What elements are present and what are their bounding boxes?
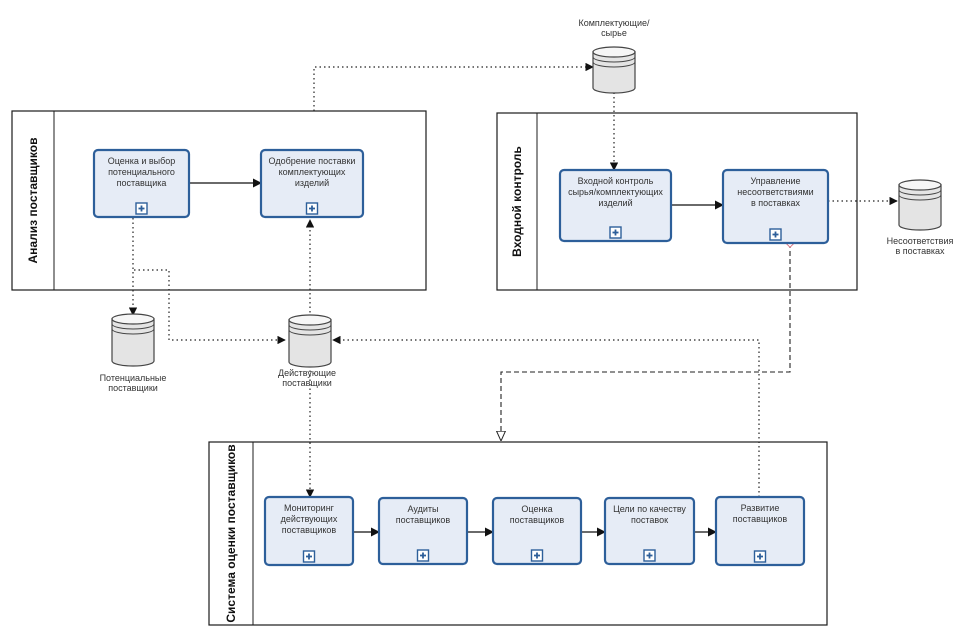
task-label: несоответствиями bbox=[737, 187, 813, 197]
task-label: комплектующих bbox=[279, 167, 346, 177]
task-label: Одобрение поставки bbox=[269, 156, 356, 166]
datastore-label: Несоответствия bbox=[887, 236, 954, 246]
data-association bbox=[313, 62, 594, 111]
task-label: действующих bbox=[281, 514, 338, 524]
task-box[interactable] bbox=[377, 496, 469, 566]
datastore-label: Потенциальные bbox=[100, 373, 167, 383]
datastore-3-icon[interactable] bbox=[111, 313, 155, 367]
task-label: Оценка bbox=[521, 504, 552, 514]
datastore-label: поставщики bbox=[282, 378, 332, 388]
datastore-label: в поставках bbox=[895, 246, 945, 256]
task-label: поставщиков bbox=[282, 525, 337, 535]
task-3[interactable]: Входной контрольсырья/комплектующихиздел… bbox=[558, 168, 673, 243]
task-label: изделий bbox=[295, 178, 329, 188]
task-label: Аудиты bbox=[408, 504, 439, 514]
task-label: Цели по качеству bbox=[613, 504, 686, 514]
subprocess-plus-icon[interactable] bbox=[416, 549, 430, 562]
task-box[interactable] bbox=[558, 168, 673, 243]
subprocess-plus-icon[interactable] bbox=[135, 202, 148, 215]
task-label: поставщика bbox=[117, 178, 167, 188]
task-label: поставщиков bbox=[396, 515, 451, 525]
task-label: изделий bbox=[598, 198, 632, 208]
subprocess-plus-icon[interactable] bbox=[609, 226, 622, 239]
datastore-label: Комплектующие/ bbox=[578, 18, 650, 28]
data-association bbox=[332, 335, 760, 497]
task-box[interactable] bbox=[259, 148, 365, 219]
task-box[interactable] bbox=[721, 168, 830, 245]
task-label: в поставках bbox=[751, 198, 801, 208]
data-association bbox=[134, 269, 286, 345]
task-box[interactable] bbox=[714, 495, 806, 567]
task-label: поставок bbox=[631, 515, 668, 525]
subprocess-plus-icon[interactable] bbox=[302, 550, 316, 563]
task-box[interactable] bbox=[92, 148, 191, 219]
subprocess-plus-icon[interactable] bbox=[643, 549, 656, 562]
datastore-label: Действующие bbox=[278, 368, 336, 378]
task-label: поставщиков bbox=[733, 514, 788, 524]
pool-title-analysis: Анализ поставщиков bbox=[26, 138, 40, 264]
task-label: Управление bbox=[750, 176, 800, 186]
datastore-1-icon[interactable] bbox=[592, 46, 636, 94]
subprocess-plus-icon[interactable] bbox=[530, 549, 544, 562]
datastore-label: сырье bbox=[601, 28, 627, 38]
task-box[interactable] bbox=[263, 495, 355, 567]
message-flow bbox=[501, 243, 790, 440]
datastore-label: поставщики bbox=[108, 383, 158, 393]
task-label: Мониторинг bbox=[284, 503, 335, 513]
task-label: сырья/комплектующих bbox=[568, 187, 663, 197]
task-label: Входной контроль bbox=[578, 176, 654, 186]
task-label: Развитие bbox=[741, 503, 780, 513]
task-label: Оценка и выбор bbox=[108, 156, 176, 166]
pool-title-evaluation: Система оценки поставщиков bbox=[224, 444, 238, 622]
task-box[interactable] bbox=[491, 496, 583, 566]
subprocess-plus-icon[interactable] bbox=[769, 228, 782, 241]
subprocess-plus-icon[interactable] bbox=[753, 550, 767, 563]
pool-title-incoming: Входной контроль bbox=[510, 146, 524, 257]
task-box[interactable] bbox=[603, 496, 696, 566]
subprocess-plus-icon[interactable] bbox=[305, 202, 319, 215]
task-label: потенциального bbox=[108, 167, 175, 177]
datastore-2-icon[interactable] bbox=[898, 179, 942, 231]
task-label: поставщиков bbox=[510, 515, 565, 525]
datastore-4-icon[interactable] bbox=[288, 314, 332, 368]
